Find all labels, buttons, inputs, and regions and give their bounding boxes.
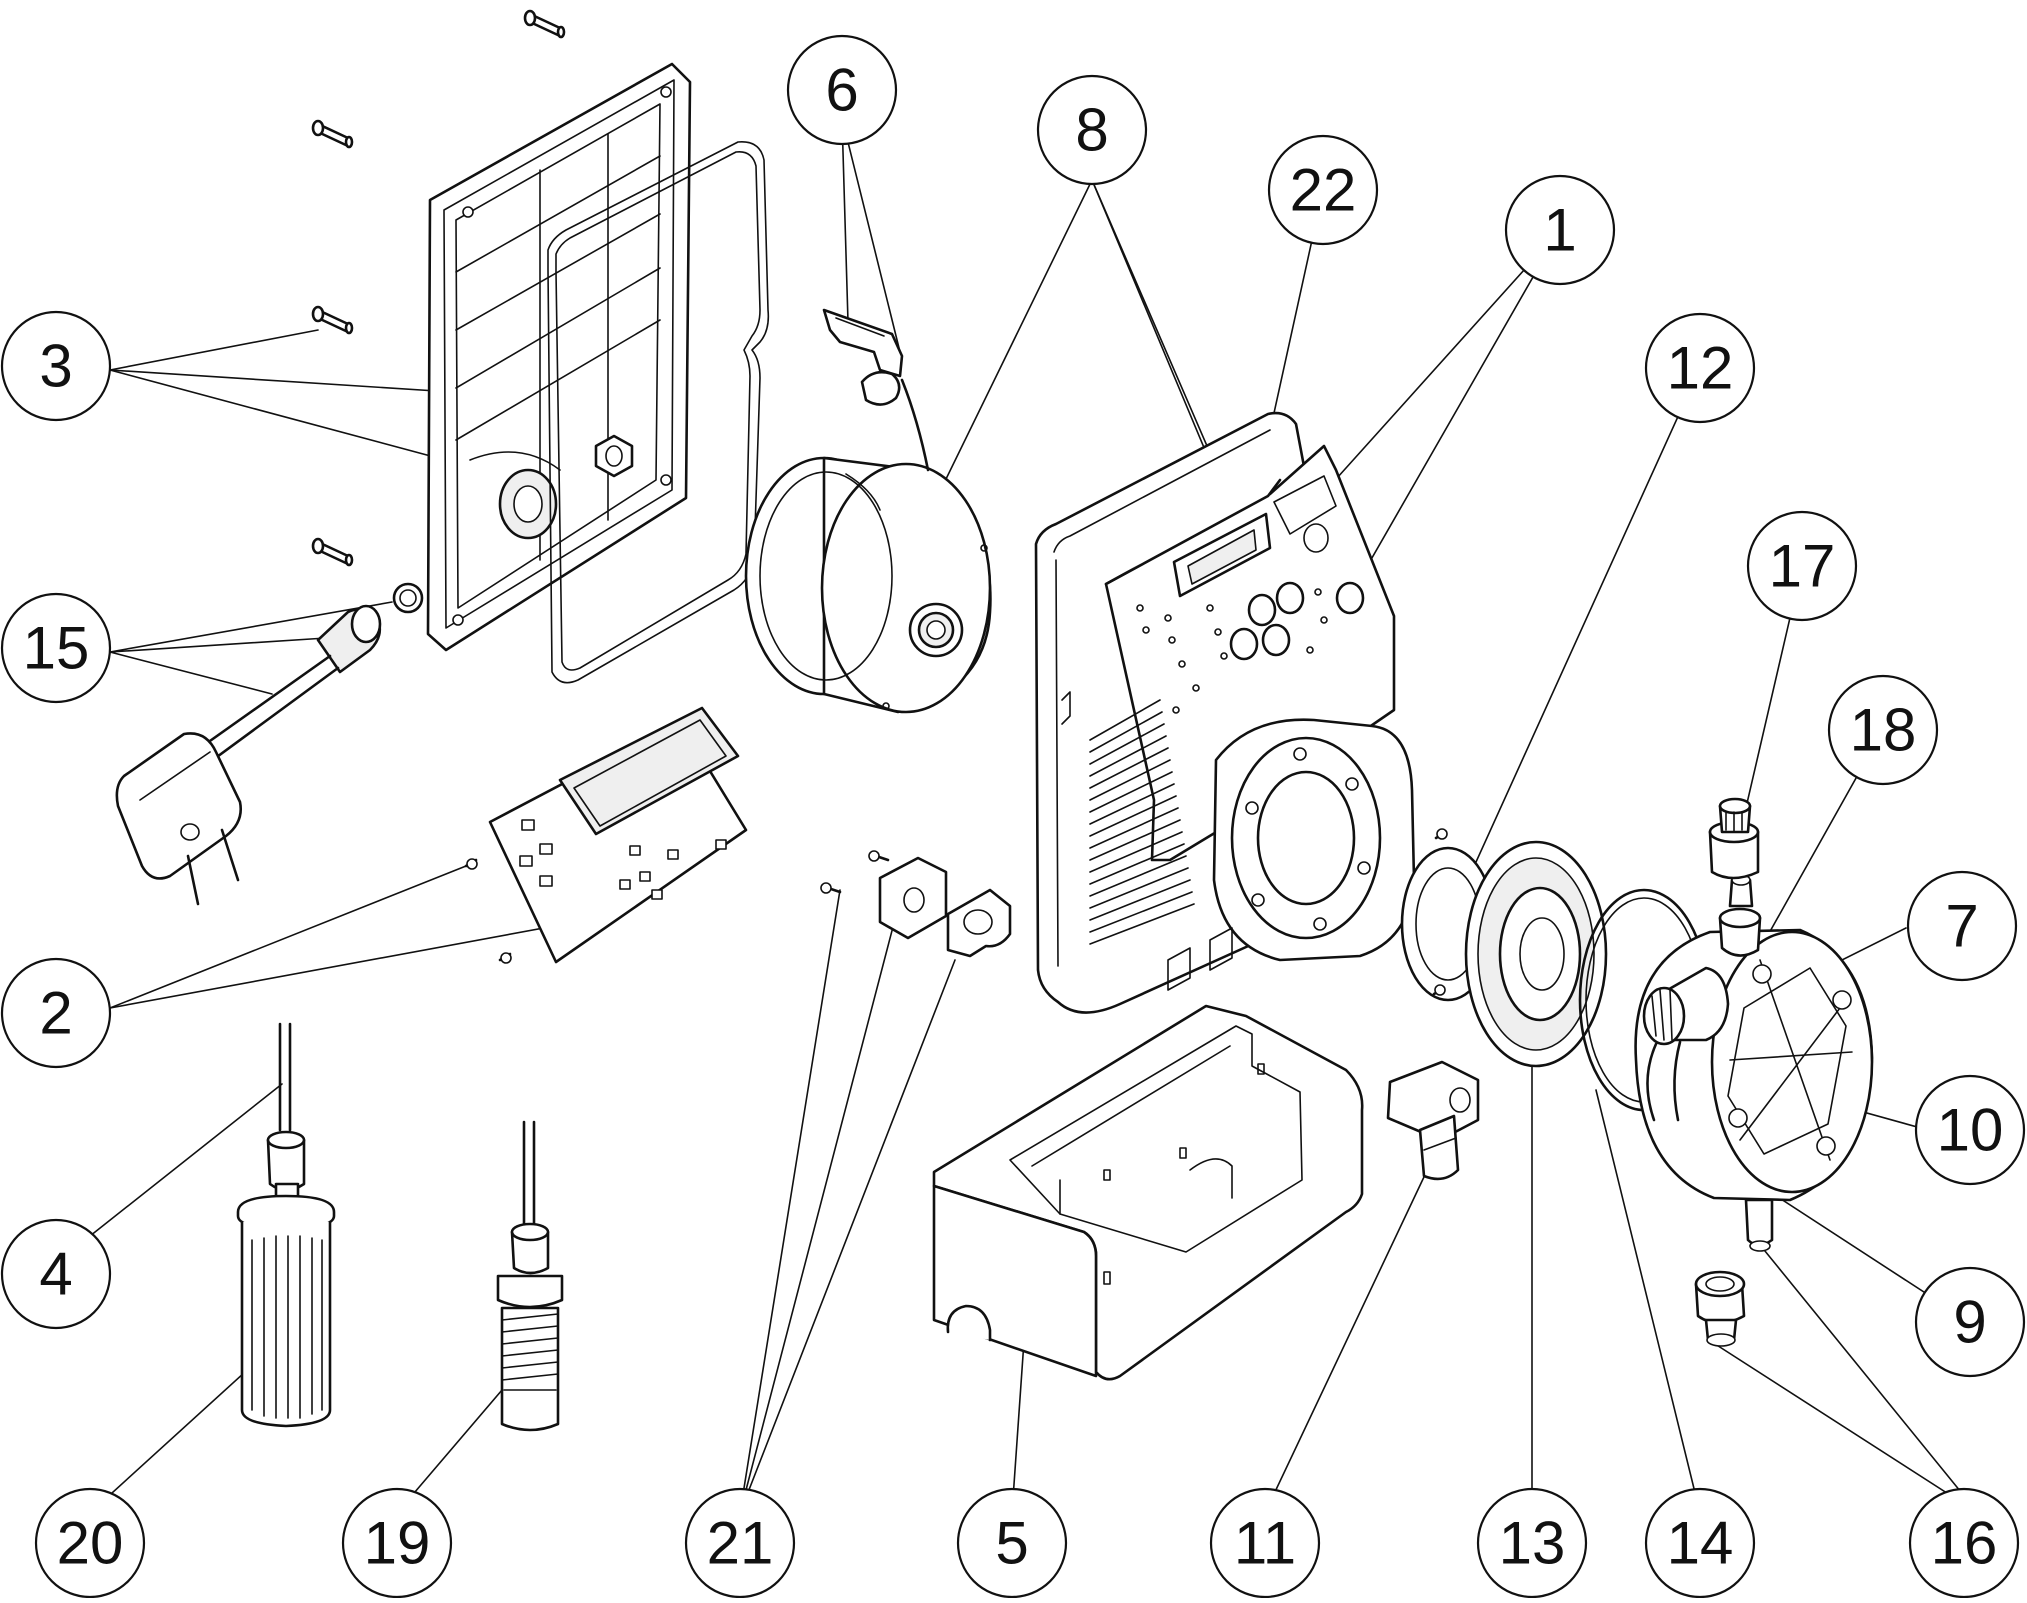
back-cover [426, 62, 692, 652]
callout-9-label: 9 [1953, 1289, 1986, 1356]
callout-18-label: 18 [1850, 697, 1917, 764]
cover-gasket [547, 141, 770, 684]
callout-7: 7 [1906, 870, 2018, 982]
mounting-block [820, 850, 1012, 958]
callout-3: 3 [0, 310, 112, 422]
callout-5: 5 [956, 1487, 1068, 1599]
callout-14: 14 [1644, 1487, 1756, 1599]
level-connector [1386, 1060, 1480, 1181]
callout-6-label: 6 [825, 57, 858, 124]
callout-8: 8 [1036, 74, 1148, 186]
callout-22-label: 22 [1290, 157, 1357, 224]
callout-22: 22 [1267, 134, 1379, 246]
callout-21: 21 [684, 1487, 796, 1599]
callout-13-label: 13 [1499, 1510, 1566, 1577]
callout-5-label: 5 [995, 1510, 1028, 1577]
callout-11-label: 11 [1234, 1510, 1296, 1577]
callout-13: 13 [1476, 1487, 1588, 1599]
callout-19-label: 19 [364, 1510, 431, 1577]
callout-20-label: 20 [57, 1510, 124, 1577]
callout-15-label: 15 [23, 615, 90, 682]
microswitch [822, 308, 930, 472]
power-cable [115, 582, 424, 906]
callout-4: 4 [0, 1218, 112, 1330]
callout-12: 12 [1644, 312, 1756, 424]
callout-19: 19 [341, 1487, 453, 1599]
valve-nut-top [1708, 797, 1760, 880]
callout-21-label: 21 [707, 1510, 774, 1577]
circuit-board [464, 706, 748, 964]
callout-17: 17 [1746, 510, 1858, 622]
callout-4-label: 4 [39, 1241, 72, 1308]
callout-8-label: 8 [1075, 97, 1108, 164]
callout-10: 10 [1914, 1074, 2026, 1186]
motor [744, 456, 992, 714]
callout-16: 16 [1908, 1487, 2020, 1599]
callout-1: 1 [1504, 174, 1616, 286]
callout-7-label: 7 [1945, 893, 1978, 960]
callout-11: 11 [1209, 1487, 1321, 1599]
main-housing [1034, 411, 1416, 1014]
pump-head [1634, 874, 1874, 1252]
callout-17-label: 17 [1769, 533, 1836, 600]
callout-20: 20 [34, 1487, 146, 1599]
injection-valve [496, 1120, 564, 1432]
callout-6: 6 [786, 34, 898, 146]
callout-14-label: 14 [1667, 1510, 1734, 1577]
callout-2: 2 [0, 957, 112, 1069]
callout-16-label: 16 [1931, 1510, 1998, 1577]
callout-9: 9 [1914, 1266, 2026, 1378]
diaphragm [1464, 840, 1608, 1068]
cover-screws [311, 9, 566, 567]
valve-nut-bottom [1694, 1270, 1746, 1347]
callout-10-label: 10 [1937, 1097, 2004, 1164]
callout-18: 18 [1827, 674, 1939, 786]
callout-15: 15 [0, 592, 112, 704]
callout-2-label: 2 [39, 980, 72, 1047]
callout-1-label: 1 [1543, 197, 1576, 264]
foot-filter [236, 1022, 336, 1428]
base-stand [932, 1004, 1364, 1381]
callout-3-label: 3 [39, 333, 72, 400]
callout-12-label: 12 [1667, 335, 1734, 402]
